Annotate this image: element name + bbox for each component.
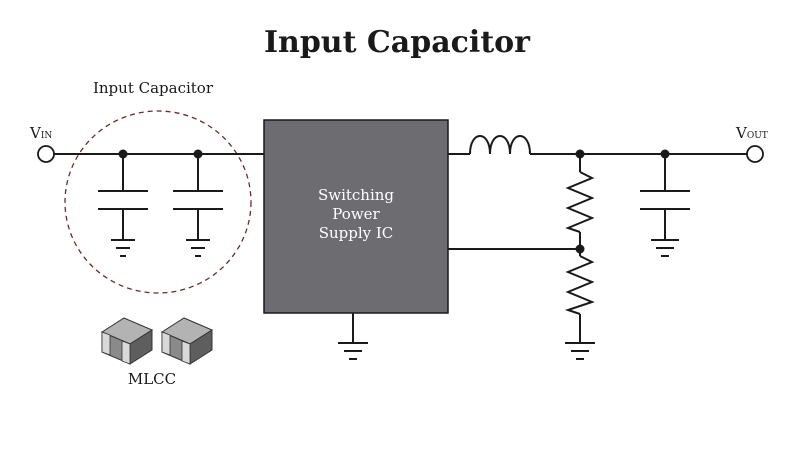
switching-ic: Switching Power Supply IC [263,119,449,314]
vout-terminal [746,145,764,163]
ground-icon [338,342,368,360]
ground-icon [565,342,595,360]
vin-label: VIN [29,124,52,142]
ground-icon [111,239,135,257]
output-capacitor [640,154,690,257]
mlcc-chip-1 [100,317,154,365]
vin-terminal [37,145,55,163]
ic-label-line2: Power [332,205,380,223]
ic-label-line1: Switching [318,186,394,204]
ic-ground [338,313,368,360]
input-capacitor-1 [98,154,148,257]
ground-icon [186,239,210,257]
ground-icon [651,239,679,257]
vout-label: VOUT [735,124,768,142]
inductor-icon [469,135,531,155]
ic-label-line3: Supply IC [319,224,394,242]
mlcc-label: MLCC [128,370,176,388]
mlcc-chip-2 [160,317,214,365]
input-capacitor-2 [173,154,223,257]
input-capacitor-label: Input Capacitor [93,79,214,97]
feedback-resistor-divider [564,154,595,360]
resistor-icon [565,171,595,233]
resistor-icon [564,255,595,315]
input-capacitor-highlight [64,110,252,294]
diagram-title: Input Capacitor [264,25,531,60]
